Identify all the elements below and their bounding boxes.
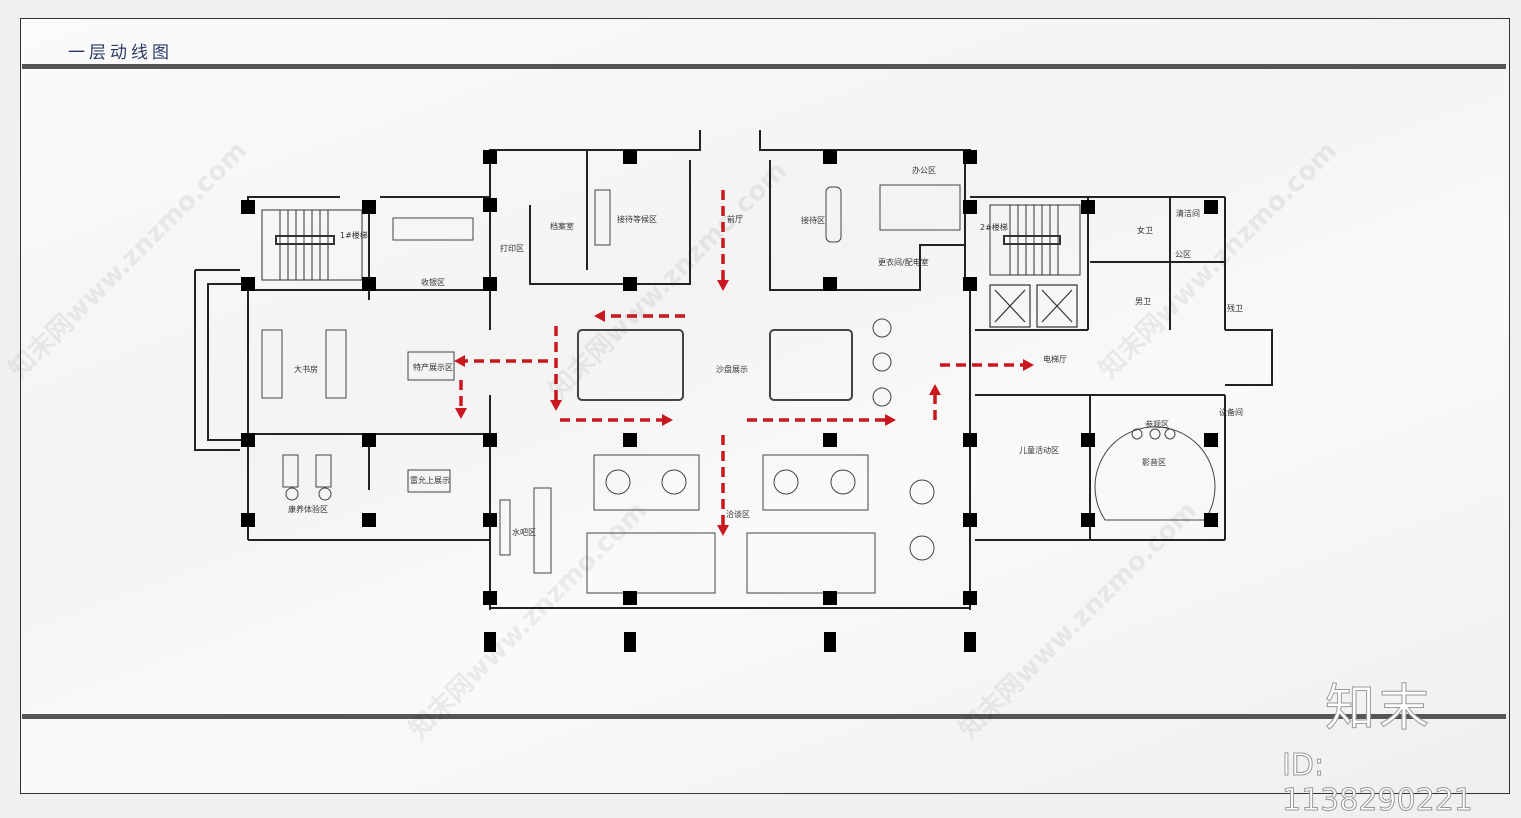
label-front-hall: 前厅 — [727, 214, 743, 224]
arrowhead — [717, 525, 729, 536]
watermark-text: 知末网www.znzmo.com — [1094, 136, 1343, 385]
arrowhead — [550, 400, 562, 411]
arrowheads — [454, 280, 1034, 536]
label-cleaning: 清洁间 — [1176, 208, 1200, 218]
label-specialty: 特产展示区 — [413, 362, 453, 372]
label-female-wc: 女卫 — [1137, 225, 1153, 235]
label-cashier: 收银区 — [421, 277, 445, 287]
elevators — [989, 284, 1078, 328]
label-accessible-wc: 残卫 — [1227, 303, 1243, 313]
label-study: 大书房 — [294, 364, 318, 374]
top-divider — [22, 64, 1506, 69]
watermark-text: 知末网www.znzmo.com — [954, 496, 1203, 745]
page-title: 一层动线图 — [68, 43, 173, 63]
label-elevator-hall: 电梯厅 — [1043, 354, 1067, 364]
label-brand-display: 雷允上展示 — [410, 475, 450, 485]
page-frame — [20, 18, 1510, 794]
label-water-bar: 水吧区 — [512, 527, 536, 537]
label-stair1: 1#楼梯 — [340, 230, 368, 240]
room-labels: 1#楼梯 收银区 打印区 档案室 接待等候区 前厅 接待区 办公区 更衣间/配电… — [288, 165, 1243, 537]
label-waiting: 接待等候区 — [617, 214, 657, 224]
bottom-divider — [22, 714, 1506, 719]
label-sand-table: 沙盘展示 — [716, 364, 748, 374]
watermark-text: 知末网www.znzmo.com — [544, 156, 793, 405]
arrowhead — [662, 414, 673, 426]
arrowhead — [1023, 359, 1034, 371]
label-wellness: 康养体验区 — [288, 504, 328, 514]
arrowhead — [929, 384, 941, 395]
stairs — [261, 204, 1081, 281]
label-av: 影音区 — [1142, 457, 1166, 467]
label-negotiation: 洽谈区 — [726, 509, 750, 519]
arrowhead — [885, 414, 896, 426]
label-reception: 接待区 — [801, 215, 825, 225]
columns — [241, 150, 1218, 652]
watermark-id: ID: 1138290221 — [1282, 748, 1474, 818]
label-archive: 档案室 — [550, 221, 574, 231]
arrowhead — [594, 310, 605, 322]
arrowhead — [717, 280, 729, 291]
label-locker: 更衣间/配电室 — [878, 257, 929, 267]
label-male-wc: 男卫 — [1135, 297, 1151, 306]
label-visit: 参观区 — [1145, 419, 1169, 429]
watermark-text: 知末网www.znzmo.com — [4, 136, 253, 385]
label-print: 打印区 — [500, 243, 524, 253]
label-office: 办公区 — [912, 165, 936, 175]
label-equipment: 设备间 — [1219, 407, 1243, 417]
arrowhead — [454, 355, 465, 367]
watermark-logo: 知末 — [1325, 679, 1433, 738]
circulation-arrows — [459, 190, 1023, 525]
label-public: 公区 — [1175, 250, 1191, 259]
label-stair2: 2#楼梯 — [980, 222, 1008, 232]
furniture — [261, 184, 1216, 594]
label-kids: 儿童活动区 — [1019, 445, 1059, 455]
arrowhead — [455, 408, 467, 419]
